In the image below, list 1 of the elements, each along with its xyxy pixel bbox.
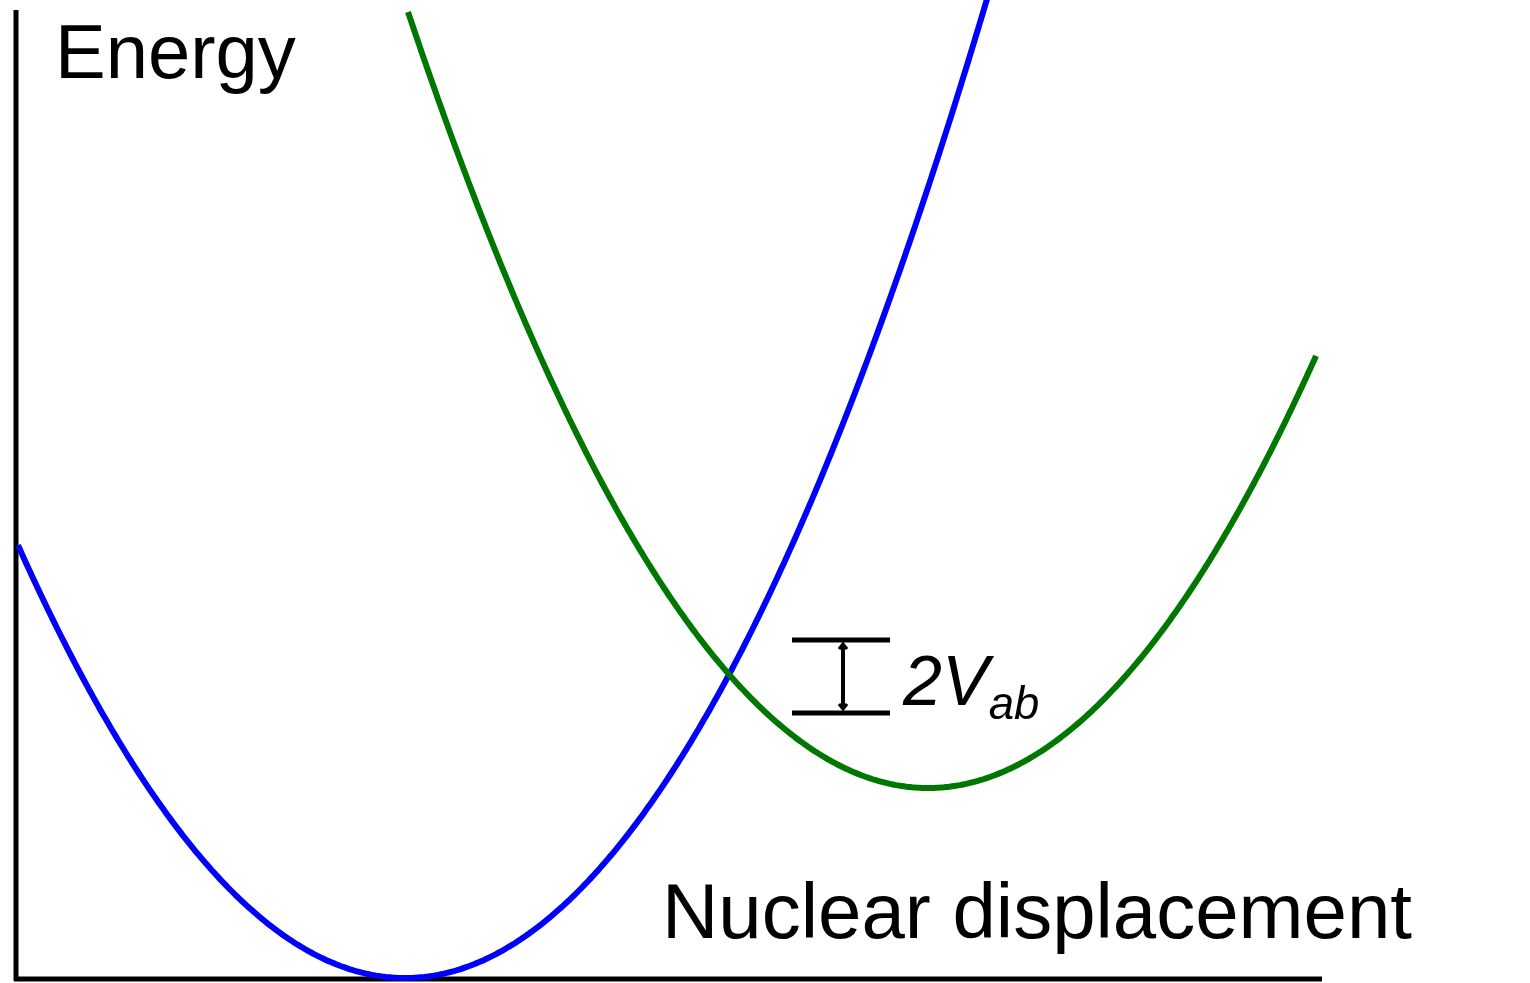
gap-label: 2V$_{ab}$ <box>903 646 1040 727</box>
